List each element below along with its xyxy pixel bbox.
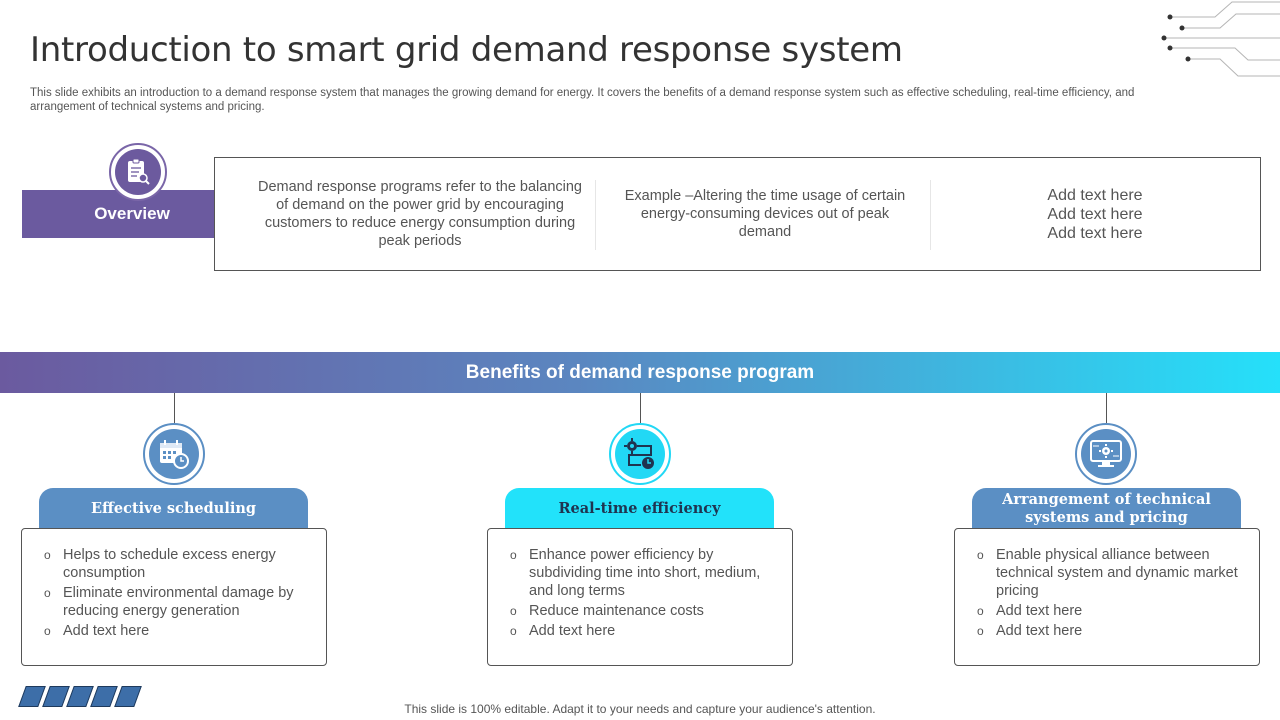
benefits-header-bar: Benefits of demand response program bbox=[0, 352, 1280, 393]
list-item: Enable physical alliance between technic… bbox=[977, 546, 1245, 600]
card-body-efficiency: Enhance power efficiency by subdividing … bbox=[487, 528, 793, 666]
connector-line bbox=[1106, 393, 1107, 423]
overview-content-box: Demand response programs refer to the ba… bbox=[214, 157, 1261, 271]
card-title-efficiency: Real-time efficiency bbox=[505, 488, 774, 529]
scheduling-icon-badge bbox=[143, 423, 205, 485]
arrangement-icon-badge bbox=[1075, 423, 1137, 485]
overview-divider bbox=[930, 180, 931, 250]
page-title: Introduction to smart grid demand respon… bbox=[30, 30, 903, 70]
overview-placeholder: Add text here Add text here Add text her… bbox=[1047, 186, 1143, 242]
list-item: Enhance power efficiency by subdividing … bbox=[510, 546, 778, 600]
circuit-decoration-icon bbox=[1161, 1, 1280, 77]
monitor-gear-icon bbox=[1090, 440, 1122, 467]
card-title-arrangement: Arrangement of technical systems and pri… bbox=[972, 488, 1241, 529]
list-item: Add text here bbox=[977, 622, 1245, 640]
footer-note: This slide is 100% editable. Adapt it to… bbox=[404, 702, 876, 716]
connector-line bbox=[640, 393, 641, 423]
list-item: Add text here bbox=[977, 602, 1245, 620]
page-subtitle: This slide exhibits an introduction to a… bbox=[30, 87, 1135, 113]
list-item: Reduce maintenance costs bbox=[510, 602, 778, 620]
gear-clock-icon bbox=[624, 438, 654, 469]
list-item: Add text here bbox=[44, 622, 312, 640]
benefits-title: Benefits of demand response program bbox=[465, 361, 815, 383]
overview-icon-badge bbox=[109, 143, 167, 201]
calendar-clock-icon bbox=[160, 440, 189, 469]
card-body-arrangement: Enable physical alliance between technic… bbox=[954, 528, 1260, 666]
connector-line bbox=[174, 393, 175, 423]
list-item: Add text here bbox=[510, 622, 778, 640]
overview-divider bbox=[595, 180, 596, 250]
overview-label: Overview bbox=[94, 204, 170, 223]
efficiency-icon-badge bbox=[609, 423, 671, 485]
card-title-scheduling: Effective scheduling bbox=[39, 488, 308, 529]
list-item: Helps to schedule excess energy consumpt… bbox=[44, 546, 312, 582]
clipboard-search-icon bbox=[128, 158, 150, 185]
list-item: Eliminate environmental damage by reduci… bbox=[44, 584, 312, 620]
card-body-scheduling: Helps to schedule excess energy consumpt… bbox=[21, 528, 327, 666]
overview-definition: Demand response programs refer to the ba… bbox=[257, 179, 582, 249]
overview-example: Example –Altering the time usage of cert… bbox=[624, 188, 906, 240]
